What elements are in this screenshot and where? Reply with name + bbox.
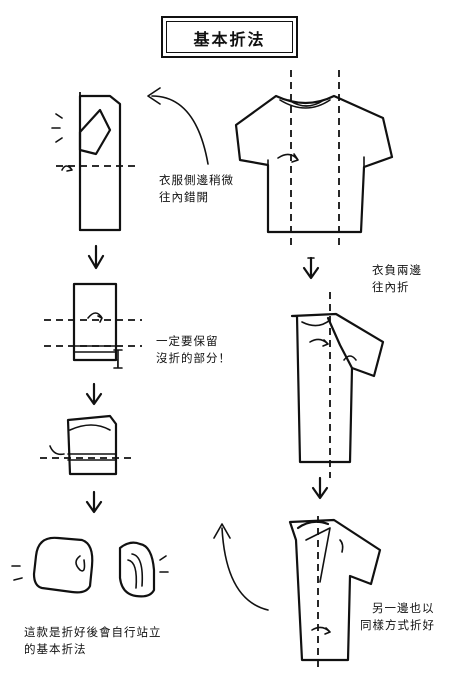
curved-left-arrow-icon — [147, 87, 209, 165]
note-fold-sides-slightly-line2: 往內錯開 — [159, 190, 209, 204]
height-marker-label: I — [116, 357, 121, 371]
tshirt-one-side-folded — [290, 312, 385, 464]
shirt-folded-half — [72, 282, 118, 362]
curved-up-arrow-icon — [213, 523, 269, 611]
shirt-folded-quarter — [66, 414, 118, 476]
down-arrow-icon — [85, 490, 103, 514]
height-marker-icon — [113, 349, 123, 369]
note-fold-both-sides-line2: 往內折 — [372, 280, 410, 294]
note-result-line1: 這款是折好後會自行站立 — [24, 625, 162, 639]
note-fold-sides-slightly-line1: 衣服側邊稍微 — [159, 173, 234, 187]
curl-arrow-icon — [49, 445, 65, 456]
down-arrow-icon — [302, 256, 320, 280]
down-arrow-icon — [311, 476, 329, 500]
note-keep-unfolded-line2: 沒折的部分！ — [156, 351, 231, 365]
down-arrow-icon — [87, 244, 105, 270]
note-result-line2: 的基本折法 — [24, 642, 87, 656]
tshirt-other-side-folded — [288, 518, 382, 662]
folded-shirt-lying — [11, 536, 94, 594]
note-keep-unfolded-line1: 一定要保留 — [156, 334, 219, 348]
down-arrow-icon — [85, 382, 103, 406]
tshirt-flat — [234, 94, 394, 234]
fold-arrow-icon — [277, 153, 299, 163]
folded-shirt-standing — [118, 541, 169, 598]
note-other-side-line1: 另一邊也以 — [372, 601, 435, 615]
note-other-side-line2: 同樣方式折好 — [360, 618, 435, 632]
shirt-strip-folded — [51, 94, 122, 232]
title-box: 基本折法 — [161, 16, 298, 58]
note-fold-both-sides-line1: 衣負兩邊 — [372, 263, 422, 277]
